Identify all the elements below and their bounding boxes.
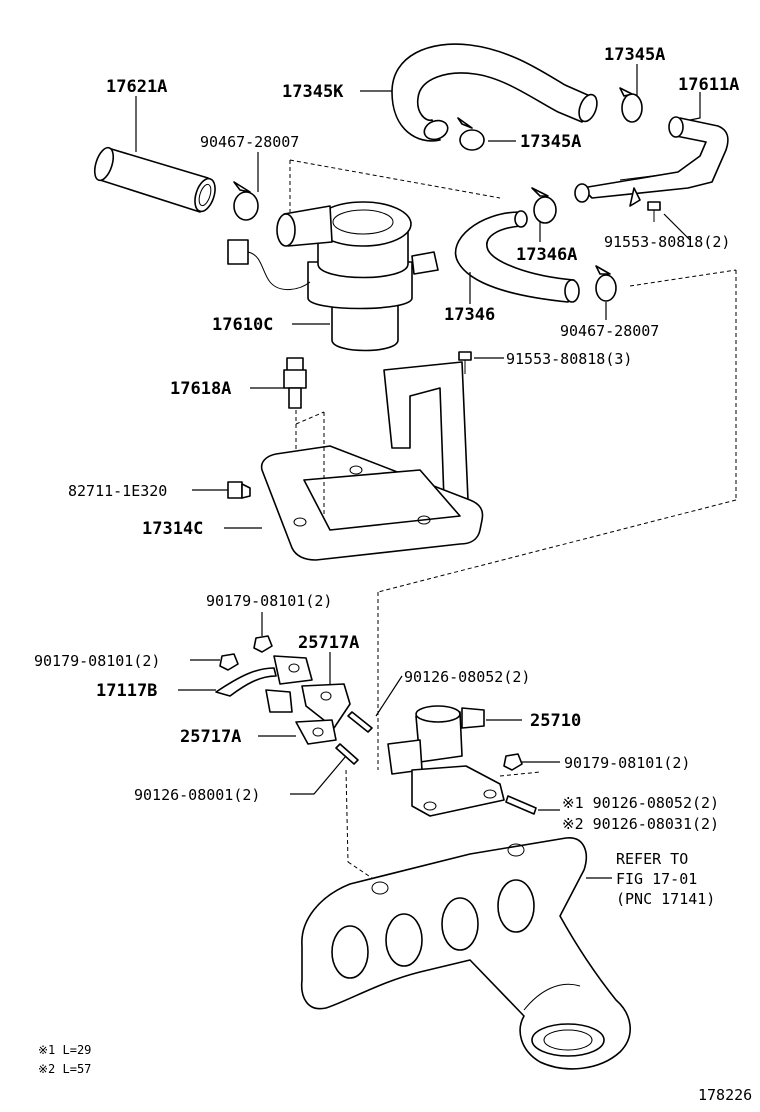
clamp-90467-28007-top bbox=[233, 181, 259, 221]
label-17346: 17346 bbox=[444, 305, 495, 325]
nut-90179-08101-top bbox=[253, 635, 273, 653]
refer-line-2: FIG 17-01 bbox=[616, 870, 697, 888]
nut-90179-08101-left bbox=[219, 653, 239, 671]
label-17314C: 17314C bbox=[142, 519, 203, 539]
label-17117B: 17117B bbox=[96, 681, 157, 701]
label-17346A: 17346A bbox=[516, 245, 577, 265]
label-90467-28007-right: 90467-28007 bbox=[560, 322, 659, 340]
clamp-17345A-mid bbox=[457, 117, 485, 151]
label-17345A-top: 17345A bbox=[604, 45, 665, 65]
stud-90126-08052-top bbox=[347, 711, 373, 733]
label-90467-28007-top: 90467-28007 bbox=[200, 133, 299, 151]
pipe-17117B bbox=[215, 655, 313, 713]
label-25717A-top: 25717A bbox=[298, 633, 359, 653]
hose-17621A bbox=[93, 146, 216, 213]
air-pump-17610C bbox=[227, 201, 439, 352]
clamp-17345A-top bbox=[619, 87, 643, 123]
nut-90179-08101-right bbox=[503, 753, 523, 771]
label-82711-1E320: 82711-1E320 bbox=[68, 482, 167, 500]
label-17345K: 17345K bbox=[282, 82, 344, 102]
bolt-91553-80818-bracket bbox=[458, 351, 472, 374]
label-25710: 25710 bbox=[530, 711, 581, 731]
bracket-17314C bbox=[260, 361, 484, 561]
label-17610C: 17610C bbox=[212, 315, 273, 335]
exhaust-manifold bbox=[300, 837, 631, 1070]
hose-17345K bbox=[391, 43, 598, 142]
bolt-91553-80818-top bbox=[647, 201, 661, 222]
refer-line-1: REFER TO bbox=[616, 850, 688, 868]
label-91553-80818-2: 91553-80818(2) bbox=[604, 233, 730, 251]
label-17621A: 17621A bbox=[106, 77, 167, 97]
label-90126-08052-ref: ※1 90126-08052(2) bbox=[562, 794, 719, 812]
label-17345A-mid: 17345A bbox=[520, 132, 581, 152]
stud-90126-08001 bbox=[335, 743, 359, 765]
label-90179-08101-left: 90179-08101(2) bbox=[34, 652, 160, 670]
label-90126-08031-ref: ※2 90126-08031(2) bbox=[562, 815, 719, 833]
label-17611A: 17611A bbox=[678, 75, 739, 95]
clamp-90467-28007-right bbox=[595, 265, 617, 302]
gasket-25717A-top bbox=[301, 683, 351, 729]
gasket-25717A-low bbox=[295, 719, 337, 745]
clip-82711-1E320 bbox=[227, 481, 251, 499]
valve-17618A bbox=[283, 357, 307, 409]
label-90126-08052-top: 90126-08052(2) bbox=[404, 668, 530, 686]
refer-line-3: (PNC 17141) bbox=[616, 890, 715, 908]
clamp-17346A bbox=[531, 187, 557, 224]
label-90126-08001: 90126-08001(2) bbox=[134, 786, 260, 804]
pipe-17611A bbox=[574, 116, 729, 207]
note-1: ※1 L=29 bbox=[38, 1043, 91, 1057]
label-90179-08101-top: 90179-08101(2) bbox=[206, 592, 332, 610]
figure-number: 178226 bbox=[698, 1086, 752, 1104]
label-91553-80818-3: 91553-80818(3) bbox=[506, 350, 632, 368]
label-90179-08101-right: 90179-08101(2) bbox=[564, 754, 690, 772]
hose-17346 bbox=[454, 210, 580, 303]
label-25717A-low: 25717A bbox=[180, 727, 241, 747]
valve-25710 bbox=[387, 705, 505, 817]
note-2: ※2 L=57 bbox=[38, 1062, 91, 1076]
stud-90126-08052-08031 bbox=[505, 795, 537, 815]
label-17618A: 17618A bbox=[170, 379, 231, 399]
